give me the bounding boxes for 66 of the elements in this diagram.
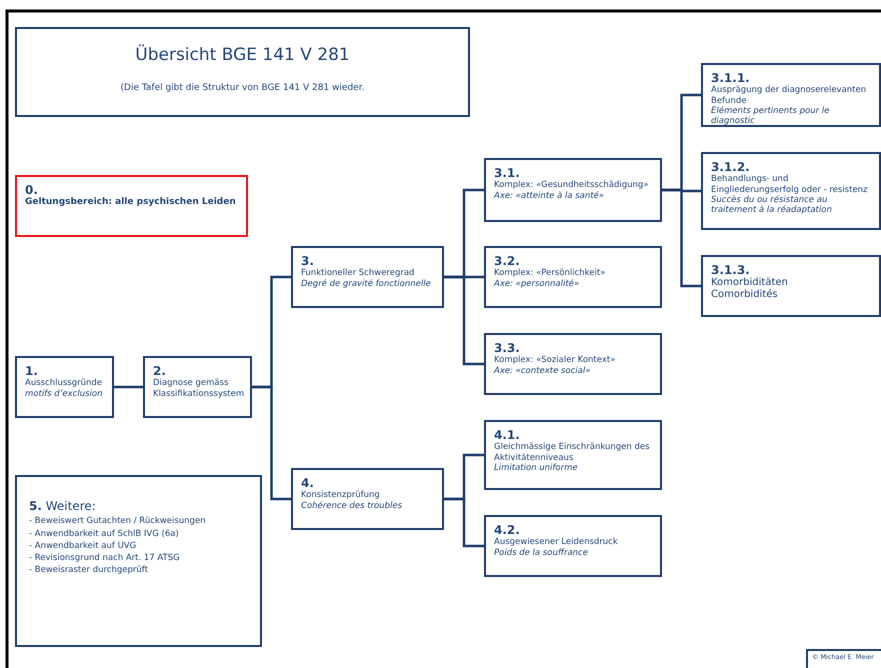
label: Komplex: «Gesundheitsschädigung» xyxy=(494,180,650,191)
step-box xyxy=(484,420,662,490)
step-box xyxy=(701,255,881,317)
step-box xyxy=(143,356,252,418)
label: Komorbiditäten xyxy=(711,277,789,289)
step-box xyxy=(291,246,444,308)
list-item: - Revisionsgrund nach Art. 17 ATSG xyxy=(29,552,181,564)
scope-box xyxy=(15,175,248,237)
label: Konsistenzprüfung xyxy=(301,490,381,501)
label: Komplex: «Persönlichkeit» xyxy=(494,268,606,279)
french-label: Limitation uniforme xyxy=(494,462,579,473)
connector-line xyxy=(444,498,484,548)
label: Ausprägung der diagnoserelevanten Befunde xyxy=(711,85,868,106)
copyright-box xyxy=(806,649,881,668)
french-label: Poids de la souffrance xyxy=(494,548,589,558)
step-number: 4. xyxy=(301,476,315,490)
label: Geltungsbereich: alle psychischen Leiden xyxy=(25,197,237,208)
heading: 5. Weitere: xyxy=(29,499,97,514)
step-number: 1. xyxy=(25,364,39,378)
step-number: 0. xyxy=(25,183,39,197)
step-number: 3.1. xyxy=(494,166,521,180)
label: Gleichmässige Einschränkungen des Aktivitätenniveaus xyxy=(494,442,651,463)
step-box xyxy=(701,152,881,230)
label: Komplex: «Sozialer Kontext» xyxy=(494,355,616,366)
step-number: 3.1.3. xyxy=(711,263,751,277)
step-number: 4.2. xyxy=(494,523,521,538)
notes-box xyxy=(15,475,262,647)
title: Übersicht BGE 141 V 281 xyxy=(134,45,351,66)
french-label: Eléments pertinents pour le diagnostic xyxy=(711,106,830,126)
list-item: - Beweisraster durchgeprüft xyxy=(29,565,149,576)
step-box xyxy=(484,246,662,308)
connector-line xyxy=(114,386,143,388)
step-number: 3.3. xyxy=(494,341,521,356)
list-item: - Beweiswert Gutachten / Rückweisungen xyxy=(29,516,207,527)
title-box xyxy=(15,27,470,117)
list-item: - Anwendbarkeit auf SchlB IVG (6a) xyxy=(29,528,180,539)
step-box xyxy=(484,158,662,222)
step-number: 3. xyxy=(301,254,315,268)
step-box xyxy=(15,356,114,418)
french-label: Succès du ou résistance au traitement à la réadaptation xyxy=(711,194,833,216)
step-box xyxy=(701,63,881,127)
label: (Die Tafel gibt die Struktur von BGE 141 V 281 wieder. xyxy=(120,83,366,94)
step-number: 3.1.2. xyxy=(711,160,751,174)
french-label: Degré de gravité fonctionnelle xyxy=(301,278,432,289)
step-number: 4.1. xyxy=(494,428,521,442)
label: Ausschlussgründe xyxy=(25,378,104,389)
label: Diagnose gemäss Klassifikationssystem xyxy=(153,378,242,399)
step-number: 2. xyxy=(153,364,167,378)
french-label: Axe: «contexte social» xyxy=(494,366,592,376)
list-item: - Anwendbarkeit auf UVG xyxy=(29,540,138,551)
step-box xyxy=(291,468,444,530)
label: Comorbidités xyxy=(711,289,779,302)
french-label: Axe: «atteinte à la santé» xyxy=(494,190,606,201)
step-number: 3.1.1. xyxy=(711,71,751,86)
label: Ausgewiesener Leidensdruck xyxy=(494,537,619,548)
connector-line xyxy=(444,276,484,366)
connector-line xyxy=(662,188,701,288)
step-number: 3.2. xyxy=(494,254,521,268)
step-box xyxy=(484,333,662,395)
step-box xyxy=(484,515,662,577)
connector-line xyxy=(252,386,291,500)
label: Funktioneller Schweregrad xyxy=(301,268,416,279)
label: Behandlungs- und Eingliederungserfolg oder - resistenz xyxy=(711,174,869,195)
french-label: Cohérence des troubles xyxy=(301,500,404,511)
french-label: motifs d’exclusion xyxy=(25,388,104,399)
french-label: Axe: «personnalité» xyxy=(494,278,580,289)
